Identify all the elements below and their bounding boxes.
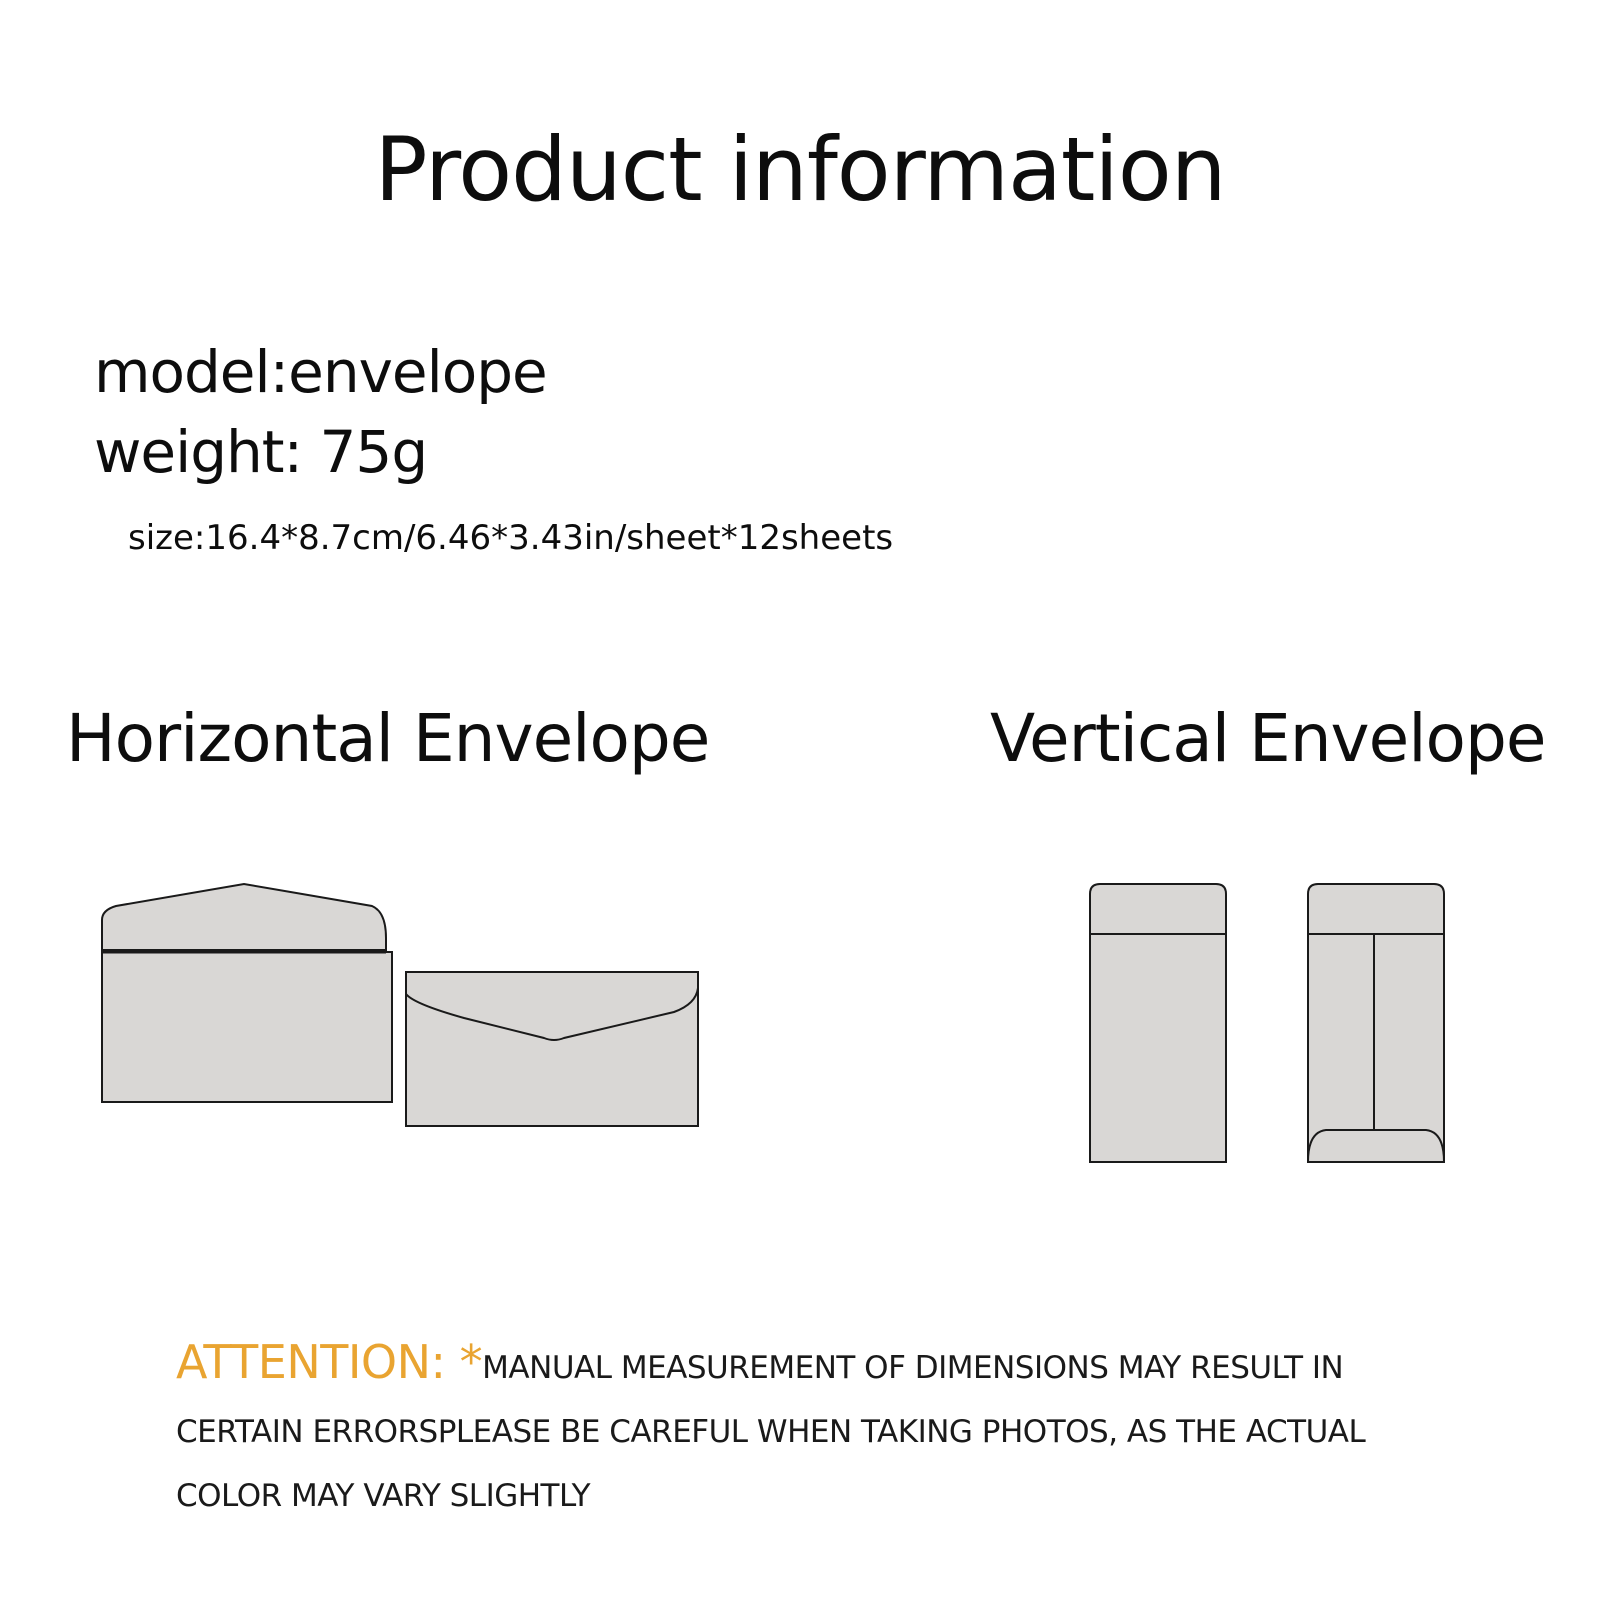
horizontal-envelope-open-flap-icon — [101, 882, 393, 1103]
attention-notice: ATTENTION: *MANUAL MEASUREMENT OF DIMENS… — [176, 1330, 1476, 1528]
spec-weight: weight: 75g — [94, 418, 429, 486]
weight-label: weight: — [94, 418, 303, 486]
vertical-envelope-front-icon — [1089, 883, 1227, 1163]
attention-text: MANUAL MEASUREMENT OF DIMENSIONS MAY RES… — [176, 1350, 1366, 1514]
model-value: envelope — [288, 338, 548, 406]
vertical-envelope-title: Vertical Envelope — [990, 700, 1546, 777]
horizontal-envelope-closed-icon — [405, 971, 699, 1127]
spec-size: size:16.4*8.7cm/6.46*3.43in/sheet*12shee… — [128, 518, 894, 558]
vertical-envelope-back-icon — [1307, 883, 1445, 1163]
attention-label: ATTENTION: * — [176, 1335, 483, 1389]
weight-value: 75g — [302, 418, 429, 486]
horizontal-envelope-title: Horizontal Envelope — [66, 700, 710, 777]
spec-model: model:envelope — [94, 338, 548, 406]
model-label: model: — [94, 338, 289, 406]
page-title: Product information — [374, 118, 1227, 221]
